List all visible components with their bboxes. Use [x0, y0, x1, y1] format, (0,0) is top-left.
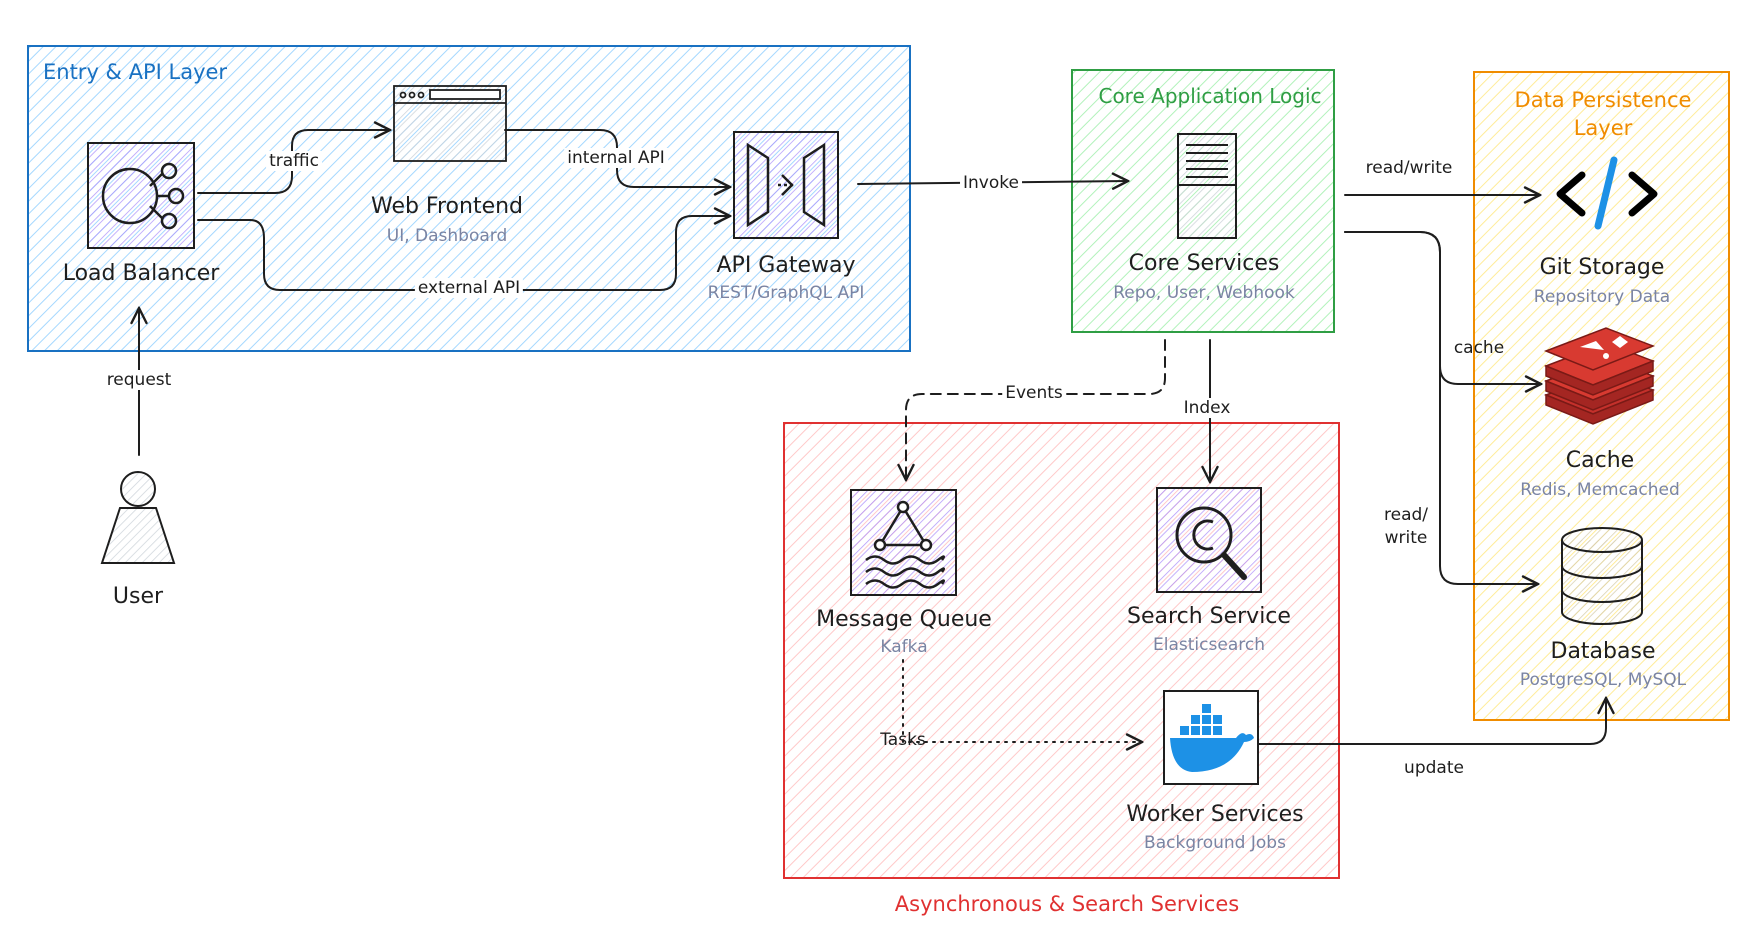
edge-label-external-api: external API	[414, 278, 524, 298]
node-title-message-queue: Message Queue	[816, 607, 992, 632]
edge-label-update: update	[1401, 758, 1467, 778]
code-icon	[1556, 156, 1658, 230]
edge-core-to-database	[1344, 231, 1538, 584]
node-subtitle-search-service: Elasticsearch	[1153, 635, 1265, 655]
edge-label-cache: cache	[1453, 338, 1505, 358]
redis-icon	[1543, 327, 1656, 425]
node-subtitle-git-storage: Repository Data	[1533, 287, 1671, 307]
search-icon	[1156, 487, 1262, 593]
docker-icon	[1163, 690, 1259, 785]
browser-window-icon	[393, 85, 507, 162]
queue-icon	[850, 489, 957, 596]
node-title-api-gateway: API Gateway	[716, 253, 856, 278]
edge-worker-to-database	[1258, 698, 1606, 745]
node-subtitle-web-frontend: UI, Dashboard	[386, 226, 508, 246]
server-icon	[1177, 133, 1237, 239]
node-title-load-balancer: Load Balancer	[62, 261, 220, 286]
api-gateway-icon	[733, 131, 839, 239]
edge-label-request: request	[103, 370, 175, 390]
node-subtitle-database: PostgreSQL, MySQL	[1519, 670, 1687, 690]
user-icon	[100, 471, 176, 564]
group-label-data-persistence-layer: Data Persistence Layer	[1514, 88, 1692, 140]
node-title-core-services: Core Services	[1128, 251, 1280, 276]
node-subtitle-worker-services: Background Jobs	[1144, 833, 1286, 853]
node-subtitle-cache: Redis, Memcached	[1520, 480, 1680, 500]
node-title-user: User	[112, 584, 164, 609]
group-label-core-application-logic: Core Application Logic	[1098, 84, 1322, 108]
node-subtitle-api-gateway: REST/GraphQL API	[707, 283, 865, 303]
node-title-database: Database	[1550, 639, 1656, 664]
database-icon	[1561, 527, 1643, 625]
group-label-entry-api-layer: Entry & API Layer	[43, 60, 228, 84]
edge-label-traffic: traffic	[266, 151, 322, 171]
node-title-web-frontend: Web Frontend	[370, 194, 524, 219]
node-title-cache: Cache	[1565, 448, 1635, 473]
edge-label-index: Index	[1180, 398, 1234, 418]
edge-label-read-write-db-line1: read/	[1383, 505, 1429, 525]
node-title-worker-services: Worker Services	[1126, 802, 1304, 827]
node-title-git-storage: Git Storage	[1539, 255, 1665, 280]
edge-label-events: Events	[1002, 383, 1066, 403]
edge-label-read-write-git: read/write	[1365, 158, 1453, 178]
edge-label-internal-api: internal API	[564, 148, 668, 168]
edge-label-read-write-db-line2: write	[1384, 528, 1428, 548]
edge-label-tasks: Tasks	[880, 730, 926, 750]
node-title-search-service: Search Service	[1127, 604, 1291, 629]
node-subtitle-message-queue: Kafka	[880, 637, 928, 657]
load-balancer-icon	[87, 142, 195, 249]
edge-queue-to-worker	[902, 659, 1142, 742]
edge-label-invoke: Invoke	[960, 173, 1022, 193]
node-subtitle-core-services: Repo, User, Webhook	[1113, 283, 1295, 303]
group-label-async-search-services: Asynchronous & Search Services	[894, 892, 1240, 916]
